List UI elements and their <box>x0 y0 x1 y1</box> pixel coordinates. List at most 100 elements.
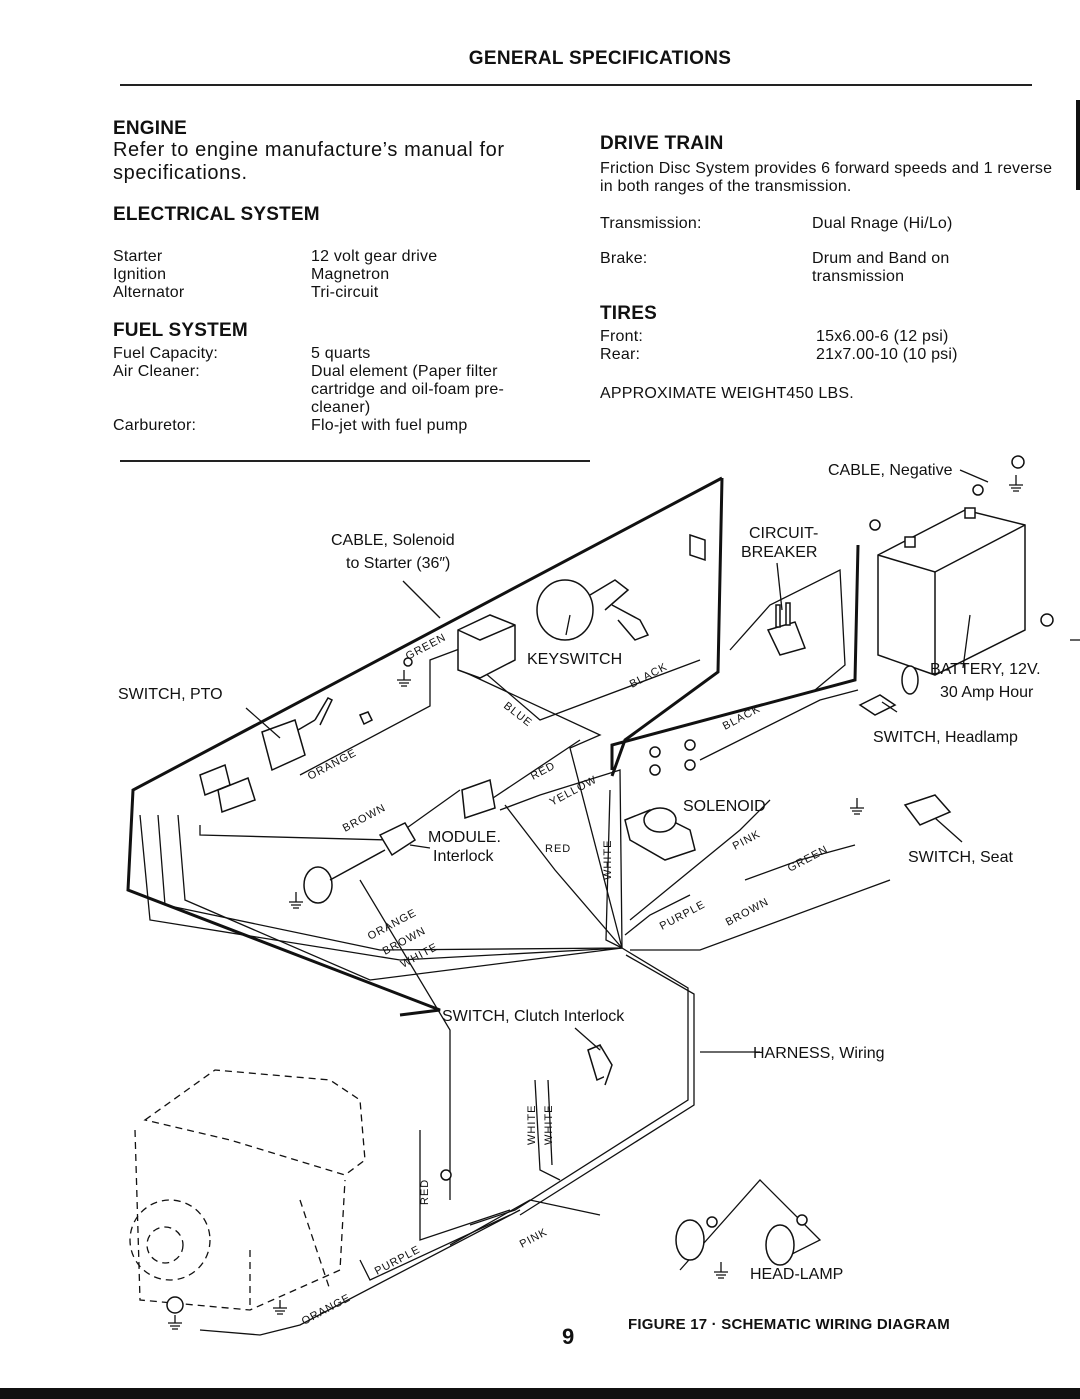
solenoid-icon <box>624 739 696 861</box>
connector-block-icon <box>457 614 516 679</box>
electrical-heading: ELECTRICAL SYSTEM <box>113 204 320 225</box>
wire-clutch-white-2 <box>547 1079 553 1166</box>
wire-label-black-2: BLACK <box>721 703 763 733</box>
wire-label-brown-2: BROWN <box>724 896 771 929</box>
clutch-switch-icon <box>587 1043 613 1086</box>
label-circuit-breaker-1: CIRCUIT- <box>749 525 818 542</box>
wire-brown-lower <box>157 814 623 951</box>
wire-label-pink-2: PINK <box>518 1226 550 1251</box>
ground-icon <box>1009 475 1023 492</box>
wire-label-red-2: RED <box>545 843 571 855</box>
drive-train-heading: DRIVE TRAIN <box>600 133 724 154</box>
wire-green-right <box>744 844 856 881</box>
callout-arrows <box>245 469 1080 1053</box>
wire-label-yellow: YELLOW <box>548 774 599 809</box>
interlock-module-icon <box>303 822 417 904</box>
wire-black-key <box>469 659 701 721</box>
wire-label-red: RED <box>529 760 558 783</box>
spec-label: Carburetor: <box>113 417 197 434</box>
wire-label-white: WHITE <box>602 840 614 880</box>
harness-main <box>469 947 689 1226</box>
battery-cable <box>610 544 860 770</box>
wire-engine-red <box>419 1130 511 1241</box>
spec-row: Starter 12 volt gear drive <box>113 248 437 266</box>
wire-headlamp-feed <box>679 1179 822 1271</box>
spec-label: Fuel Capacity: <box>113 345 219 362</box>
circuit-breaker-icon <box>766 602 806 656</box>
headlamp-icon <box>675 1214 808 1266</box>
wire-label-orange-3: ORANGE <box>300 1292 353 1328</box>
ground-icon <box>273 1300 287 1315</box>
spec-label: Transmission: <box>600 215 702 232</box>
wire-purple <box>624 894 691 936</box>
wire-red-lower <box>504 804 623 949</box>
wire-orange-lower <box>139 814 623 961</box>
wire-label-green-2: GREEN <box>786 843 831 874</box>
harness-main-2 <box>519 954 695 1216</box>
wire-red-upper <box>489 739 581 801</box>
ground-symbols <box>168 475 1023 1330</box>
headlamp-switch-icon <box>858 665 919 716</box>
label-headlamp: HEAD-LAMP <box>750 1266 843 1283</box>
spec-row: Brake:Drum and Band on transmission <box>600 250 987 286</box>
starter-cable <box>610 477 724 777</box>
tires-spec-list: Front:15x6.00-6 (12 psi) Rear:21x7.00-10… <box>600 328 958 364</box>
spec-value: 5 quarts <box>311 345 371 362</box>
spec-label: Ignition <box>113 266 167 283</box>
ground-icon <box>289 892 303 909</box>
spec-value: Flo-jet with fuel pump <box>311 417 468 434</box>
ground-icon <box>397 670 411 687</box>
spec-value: 15x6.00-6 (12 psi) <box>816 328 949 345</box>
label-keyswitch: KEYSWITCH <box>527 651 622 668</box>
wire-label-white-3: WHITE <box>526 1105 538 1145</box>
wire-blue <box>459 669 623 949</box>
ground-icon <box>714 1262 728 1279</box>
spec-row: Transmission:Dual Rnage (Hi/Lo) <box>600 215 987 233</box>
drive-train-text: Friction Disc System provides 6 forward … <box>600 160 1053 195</box>
wire-orange-upper <box>299 647 463 776</box>
label-circuit-breaker-2: BREAKER <box>741 544 817 561</box>
label-cable-negative: CABLE, Negative <box>828 462 953 479</box>
spec-value: 12 volt gear drive <box>311 248 438 265</box>
wire-brown-module <box>199 789 461 841</box>
engine-text: Refer to engine manufacture’s manual for… <box>113 139 505 184</box>
label-battery-2: 30 Amp Hour <box>940 684 1034 701</box>
label-switch-pto: SWITCH, PTO <box>118 686 223 703</box>
spec-row: Front:15x6.00-6 (12 psi) <box>600 328 958 346</box>
fuel-spec-list: Fuel Capacity: 5 quarts Air Cleaner:Dual … <box>113 345 556 435</box>
label-module-2: Interlock <box>433 848 494 865</box>
figure-caption: FIGURE 17 · SCHEMATIC WIRING DIAGRAM <box>628 1316 950 1333</box>
wire-engine-orange <box>199 1209 521 1336</box>
diagram-components <box>166 455 1054 1314</box>
spec-label: Starter <box>113 248 163 265</box>
wire-to-engine <box>359 879 451 1200</box>
spec-label: Rear: <box>600 346 641 363</box>
spec-value: Dual element (Paper filter cartridge and… <box>311 363 505 416</box>
wire-clutch-white <box>534 1079 561 1181</box>
wire-white-lower <box>177 814 623 981</box>
seat-switch-icon <box>903 794 952 826</box>
wire-label-purple-2: PURPLE <box>373 1244 423 1278</box>
spec-row: Air Cleaner:Dual element (Paper filter c… <box>113 363 556 417</box>
spec-label: Alternator <box>113 284 185 301</box>
keyswitch-icon <box>536 533 706 641</box>
section-divider <box>120 460 590 462</box>
ring-terminal-icon <box>166 455 1054 1314</box>
page-number: 9 <box>562 1324 575 1349</box>
engine-heading: ENGINE <box>113 118 188 139</box>
spec-label: Brake: <box>600 250 648 267</box>
wire-white-vert <box>605 789 623 949</box>
ground-icon <box>850 798 864 815</box>
wire-label-blue: BLUE <box>501 700 534 730</box>
scan-bottom-edge <box>0 1388 1080 1399</box>
wire-circuit <box>729 568 846 691</box>
label-switch-headlamp: SWITCH, Headlamp <box>873 729 1018 746</box>
wire-label-brown: BROWN <box>341 802 388 835</box>
page-title: GENERAL SPECIFICATIONS <box>468 48 732 69</box>
label-switch-clutch: SWITCH, Clutch Interlock <box>442 1008 625 1025</box>
wire-pink <box>629 799 771 921</box>
label-cable-solenoid-1: CABLE, Solenoid <box>331 532 455 549</box>
wire-label-red-3: RED <box>419 1179 431 1205</box>
